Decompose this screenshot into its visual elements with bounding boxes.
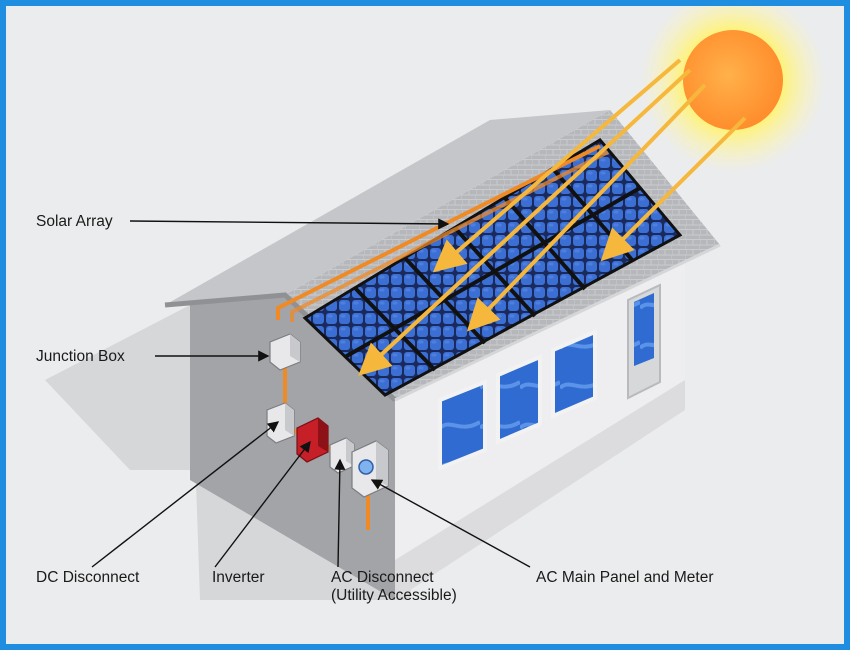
solar-system-diagram [45, 6, 825, 600]
ac-disconnect-pointer [334, 458, 346, 568]
sun-ray [466, 83, 707, 332]
junction-box-icon [269, 333, 301, 371]
door-window [634, 293, 654, 366]
meter-icon [351, 440, 389, 498]
solar-array-pointer [129, 218, 450, 230]
label-ac-disconnect: AC Disconnect (Utility Accessible) [331, 569, 457, 605]
sun-ray [358, 68, 692, 376]
sun-ray [600, 116, 747, 262]
window [496, 353, 542, 446]
label-ac-disconnect-text: AC Disconnect [331, 569, 434, 586]
windows [438, 283, 661, 471]
label-solar-array: Solar Array [36, 213, 113, 231]
dc-disconnect-pointer [91, 421, 280, 568]
label-inverter: Inverter [212, 569, 265, 587]
label-junction-box-text: Junction Box [36, 348, 125, 365]
label-junction-box: Junction Box [36, 348, 125, 366]
label-solar-array-text: Solar Array [36, 213, 113, 230]
ac-disconnect-icon [329, 437, 355, 474]
sun-ray [432, 58, 682, 273]
sun-icon [641, 6, 825, 172]
ac-main-panel-pointer [370, 479, 531, 568]
window [438, 379, 487, 471]
dc-disconnect-icon [266, 402, 295, 444]
sun-rays [358, 58, 747, 376]
label-ac-main-panel: AC Main Panel and Meter [536, 569, 713, 587]
panel-divider [344, 186, 641, 359]
leader-lines [91, 218, 531, 568]
label-inverter-text: Inverter [212, 569, 265, 586]
window [551, 328, 597, 420]
label-ac-disconnect-note: (Utility Accessible) [331, 587, 457, 604]
label-dc-disconnect: DC Disconnect [36, 569, 139, 587]
label-ac-main-panel-text: AC Main Panel and Meter [536, 569, 714, 586]
label-dc-disconnect-text: DC Disconnect [36, 569, 140, 586]
inverter-pointer [214, 440, 311, 568]
